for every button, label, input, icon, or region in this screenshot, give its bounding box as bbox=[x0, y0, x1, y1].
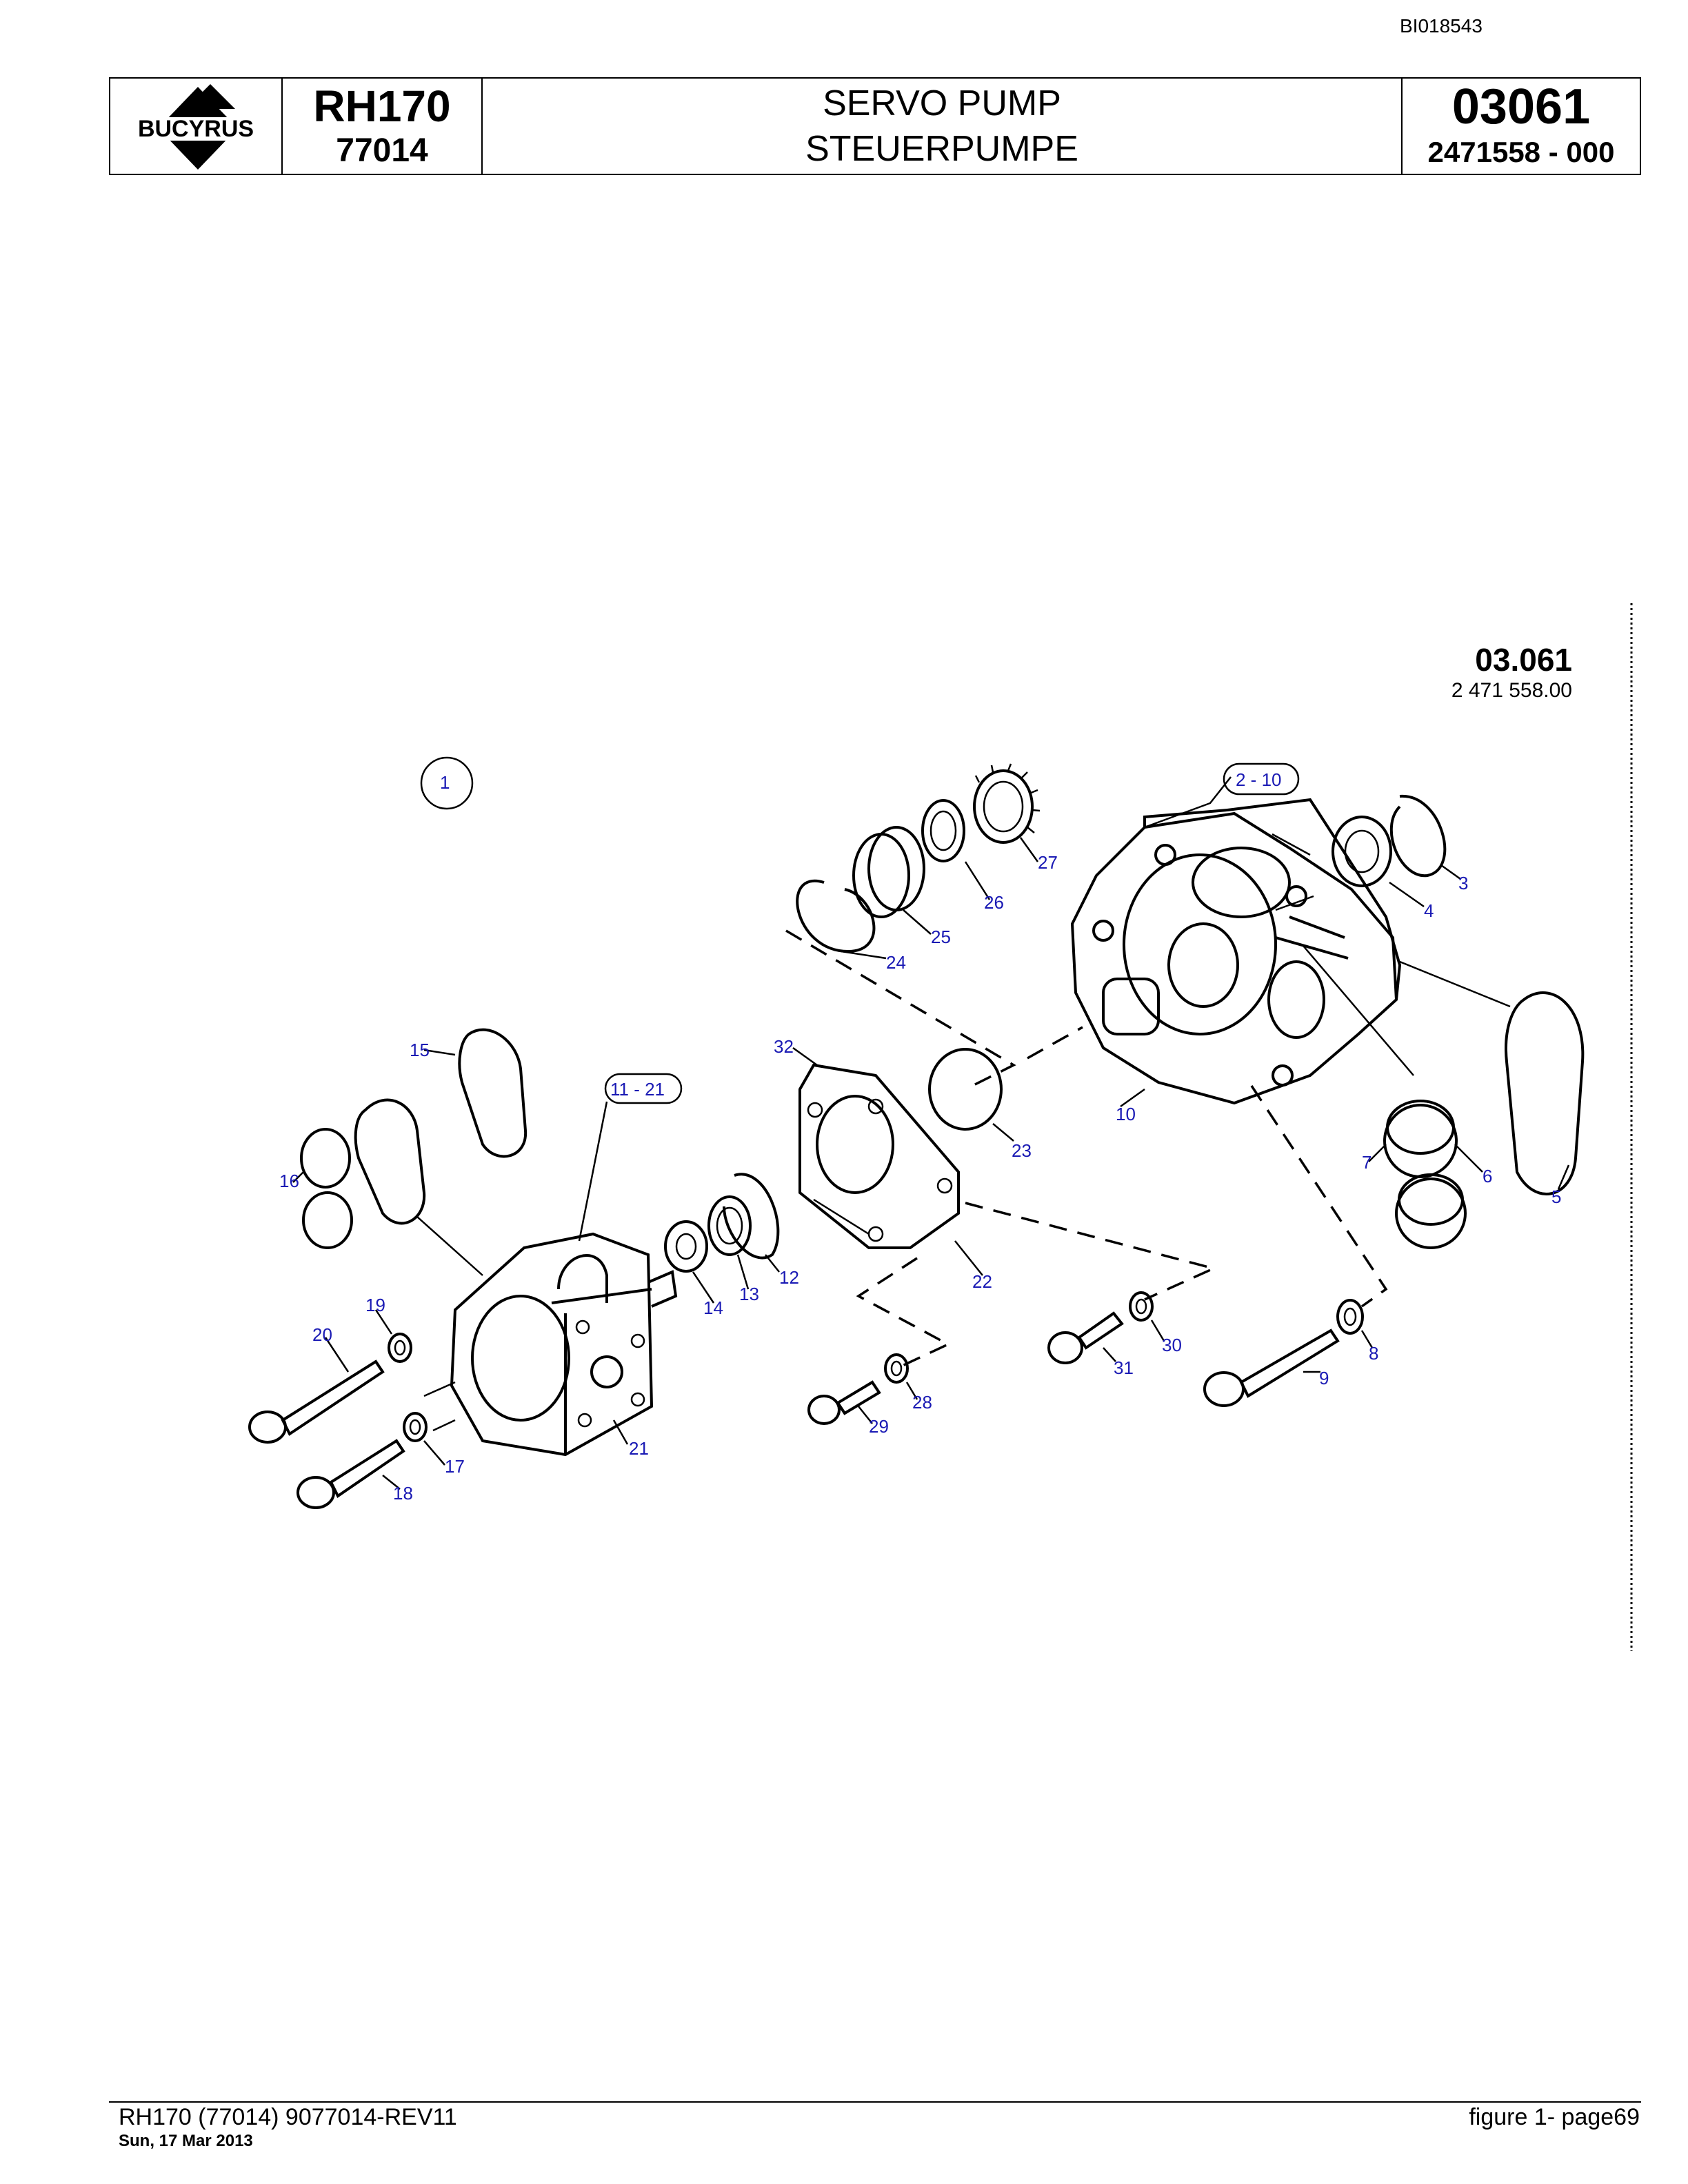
callout-5: 5 bbox=[1551, 1186, 1561, 1207]
callout-15: 15 bbox=[410, 1040, 430, 1060]
title-german: STEUERPUMPE bbox=[805, 129, 1078, 169]
callout-box-11-21 bbox=[604, 1073, 683, 1104]
number-cell: 03061 2471558 - 000 bbox=[1403, 79, 1640, 174]
bucyrus-mountain-logo-icon: BUCYRUS bbox=[122, 84, 270, 170]
callout-8: 8 bbox=[1369, 1343, 1378, 1364]
connector-10-5 bbox=[1399, 960, 1511, 1008]
needle-bearing bbox=[921, 799, 965, 862]
title-cell: SERVO PUMP STEUERPUMPE bbox=[483, 79, 1403, 174]
seal-6 bbox=[1395, 1173, 1467, 1249]
callout-6: 6 bbox=[1483, 1166, 1492, 1186]
callout-17: 17 bbox=[445, 1456, 465, 1477]
callout-32: 32 bbox=[774, 1036, 794, 1057]
callout-22: 22 bbox=[972, 1271, 992, 1292]
callout-12: 12 bbox=[779, 1267, 799, 1288]
callout-31: 31 bbox=[1114, 1357, 1134, 1378]
callout-16: 16 bbox=[279, 1171, 299, 1191]
callout-18: 18 bbox=[393, 1483, 413, 1504]
callout-27: 27 bbox=[1038, 852, 1058, 873]
callout-4: 4 bbox=[1424, 900, 1434, 921]
washer-30 bbox=[1129, 1291, 1154, 1322]
pump-housing-front bbox=[450, 1232, 678, 1457]
washer-8 bbox=[1336, 1299, 1364, 1335]
footer-rule bbox=[109, 2101, 1641, 2103]
callout-25: 25 bbox=[931, 927, 951, 947]
callout-19: 19 bbox=[365, 1295, 385, 1315]
model-cell: RH170 77014 bbox=[283, 79, 483, 174]
washer-17 bbox=[403, 1412, 428, 1442]
bolt-18 bbox=[297, 1439, 405, 1509]
callout-circle-1 bbox=[420, 756, 474, 810]
connector-17-21 bbox=[432, 1419, 456, 1432]
callout-13: 13 bbox=[739, 1284, 759, 1304]
section-number: 03061 bbox=[1451, 79, 1591, 134]
callout-3: 3 bbox=[1458, 873, 1468, 893]
callout-2-10: 2 - 10 bbox=[1236, 769, 1282, 790]
title-block: BUCYRUS RH170 77014 SERVO PUMP STEUERPUM… bbox=[109, 77, 1641, 175]
circlip-3 bbox=[1389, 794, 1447, 878]
footer-page-ref: figure 1- page69 bbox=[1469, 2104, 1640, 2130]
logo-text: BUCYRUS bbox=[138, 116, 254, 142]
dash-line-10-9 bbox=[1250, 1085, 1388, 1308]
o-ring-16a bbox=[300, 1128, 351, 1189]
flange-22 bbox=[798, 1063, 960, 1249]
circlip-24 bbox=[796, 879, 876, 953]
footer-document-ref: RH170 (77014) 9077014-REV11 bbox=[119, 2104, 457, 2130]
callout-23: 23 bbox=[1012, 1140, 1032, 1161]
callout-7: 7 bbox=[1362, 1152, 1372, 1173]
figure-code: 03.061 bbox=[1475, 642, 1572, 678]
callout-29: 29 bbox=[869, 1416, 889, 1437]
pump-housing-rear bbox=[1070, 798, 1402, 1105]
callout-14: 14 bbox=[703, 1297, 723, 1318]
ring-12 bbox=[723, 1173, 780, 1260]
seal-7 bbox=[1383, 1100, 1458, 1178]
callout-20: 20 bbox=[312, 1324, 332, 1345]
footer-date: Sun, 17 Mar 2013 bbox=[119, 2132, 253, 2150]
callout-28: 28 bbox=[912, 1392, 932, 1413]
gasket-5 bbox=[1505, 991, 1585, 1196]
callout-24: 24 bbox=[886, 952, 906, 973]
bolt-31 bbox=[1047, 1311, 1124, 1364]
connector-10-7 bbox=[1303, 945, 1414, 1076]
connector-20-21 bbox=[423, 1381, 456, 1397]
seal-14 bbox=[664, 1220, 708, 1273]
callout-11-21: 11 - 21 bbox=[610, 1079, 665, 1100]
connector-15-21 bbox=[416, 1216, 483, 1276]
part-number: 2471558 - 000 bbox=[1427, 136, 1615, 168]
callout-30: 30 bbox=[1162, 1335, 1182, 1355]
dash-line-22-29 bbox=[856, 1257, 951, 1370]
washer-28 bbox=[884, 1353, 909, 1384]
model-name: RH170 bbox=[313, 81, 451, 131]
dash-line-22-31 bbox=[965, 1202, 1218, 1301]
seal-ring-4 bbox=[1332, 816, 1392, 887]
callout-21: 21 bbox=[629, 1438, 649, 1459]
title-english: SERVO PUMP bbox=[823, 83, 1061, 123]
leader-2-10 bbox=[1144, 776, 1232, 829]
callout-10: 10 bbox=[1116, 1104, 1136, 1124]
bushing bbox=[852, 826, 925, 918]
document-id: BI018543 bbox=[1400, 15, 1483, 37]
gasket-15b bbox=[458, 1028, 528, 1158]
logo-cell: BUCYRUS bbox=[110, 79, 283, 174]
model-number: 77014 bbox=[336, 132, 428, 169]
gasket-15a bbox=[354, 1098, 426, 1225]
dash-line-24-23 bbox=[785, 929, 1016, 1091]
callout-1: 1 bbox=[440, 772, 450, 793]
connector-10-4 bbox=[1272, 833, 1311, 856]
bolt-20 bbox=[248, 1359, 385, 1444]
seal-13 bbox=[707, 1195, 752, 1256]
bolt-9 bbox=[1203, 1328, 1340, 1407]
washer-19 bbox=[388, 1333, 412, 1363]
drive-gear bbox=[973, 763, 1041, 844]
dash-line-22-10 bbox=[1027, 1026, 1083, 1060]
o-ring-23 bbox=[928, 1048, 1003, 1131]
callout-box-2-10 bbox=[1223, 762, 1300, 796]
figure-reference: 03.061 2 471 558.00 bbox=[1386, 641, 1572, 703]
bolt-29 bbox=[807, 1380, 881, 1425]
callout-26: 26 bbox=[984, 892, 1004, 913]
callout-9: 9 bbox=[1319, 1368, 1329, 1388]
figure-part-number: 2 471 558.00 bbox=[1451, 679, 1572, 702]
o-ring-16b bbox=[302, 1191, 353, 1249]
